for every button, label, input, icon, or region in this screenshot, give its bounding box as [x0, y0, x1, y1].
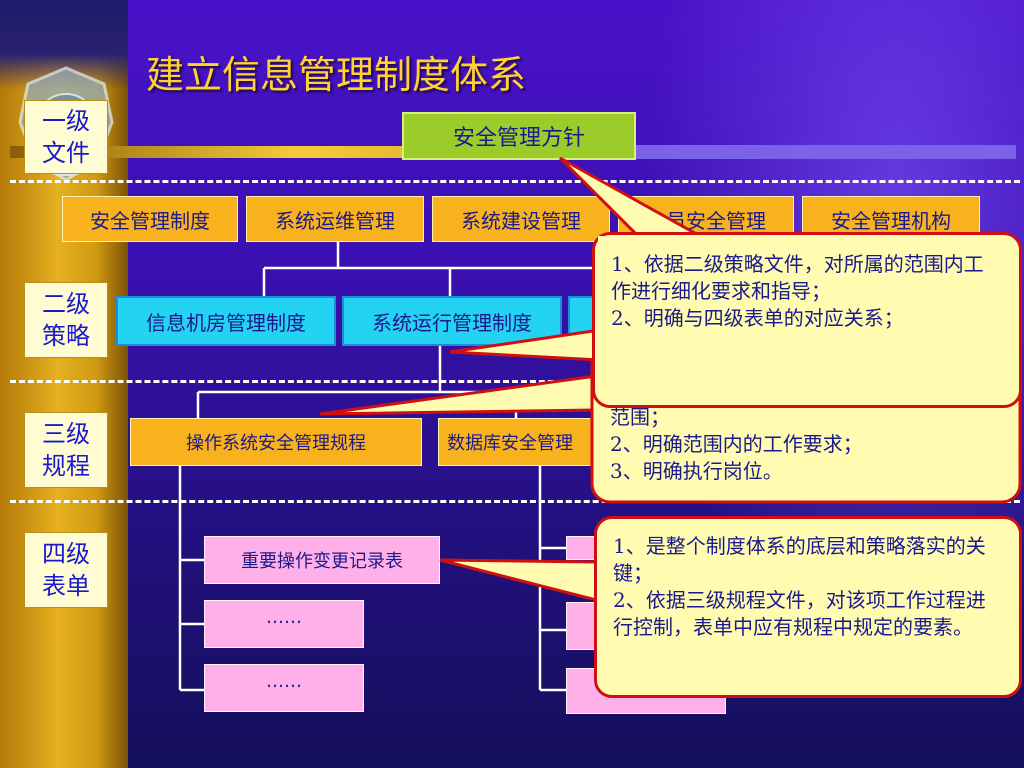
- level-label-4: 四级表单: [24, 532, 108, 608]
- callout-level4-line2: 2、依据三级规程文件，对该项工作过程进行控制，表单中应有规程中规定的要素。: [613, 588, 986, 639]
- level-label-4-line2: 表单: [42, 572, 90, 600]
- node-system-operation-rules: 系统运行管理制度: [342, 296, 562, 346]
- callout-level2-line2: 2、明确与四级表单的对应关系；: [611, 306, 904, 330]
- level-label-4-line1: 四级: [42, 540, 90, 568]
- level-label-1: 一级文件: [24, 100, 108, 174]
- level-label-1-line1: 一级: [42, 107, 90, 135]
- callout-level3-line3: 3、明确执行岗位。: [610, 459, 783, 483]
- level-label-3-line2: 规程: [42, 452, 90, 480]
- callout-level3: 范围； 2、明确范围内的工作要求； 3、明确执行岗位。: [594, 404, 1018, 500]
- form-ellipsis-2: ……: [204, 664, 364, 712]
- node-db-security-procedure: 数据库安全管理: [438, 418, 608, 466]
- node-system-operations: 系统运维管理: [246, 196, 424, 242]
- callout-level2-line1: 1、依据二级策略文件，对所属的范围内工作进行细化要求和指导；: [611, 252, 984, 303]
- callout-joint-mask: [598, 236, 688, 244]
- level-divider-3: [10, 500, 1020, 503]
- policy-box: 安全管理方针: [402, 112, 636, 160]
- form-ellipsis-1: ……: [204, 600, 364, 648]
- node-security-management-system: 安全管理制度: [62, 196, 238, 242]
- node-system-construction: 系统建设管理: [432, 196, 610, 242]
- level-label-2: 二级策略: [24, 282, 108, 358]
- callout-level3-line2: 2、明确范围内的工作要求；: [610, 432, 863, 456]
- node-datacenter-rules: 信息机房管理制度: [116, 296, 336, 346]
- level-label-1-line2: 文件: [42, 139, 90, 167]
- title-underline-purple: [636, 145, 1016, 159]
- callout-level2: 1、依据二级策略文件，对所属的范围内工作进行细化要求和指导； 2、明确与四级表单…: [592, 232, 1022, 408]
- level-label-3-line1: 三级: [42, 420, 90, 448]
- callout-level3-line1: 范围；: [610, 405, 670, 429]
- form-change-record: 重要操作变更记录表: [204, 536, 440, 584]
- callout-level4-line1: 1、是整个制度体系的底层和策略落实的关键；: [613, 534, 986, 585]
- level-divider-2: [10, 380, 1020, 383]
- level-divider-1: [10, 180, 1020, 183]
- node-os-security-procedure: 操作系统安全管理规程: [130, 418, 422, 466]
- level-label-3: 三级规程: [24, 412, 108, 488]
- callout-level4: 1、是整个制度体系的底层和策略落实的关键； 2、依据三级规程文件，对该项工作过程…: [594, 516, 1022, 698]
- slide-title: 建立信息管理制度体系: [146, 53, 527, 97]
- level-label-2-line2: 策略: [42, 322, 90, 350]
- level-label-2-line1: 二级: [42, 290, 90, 318]
